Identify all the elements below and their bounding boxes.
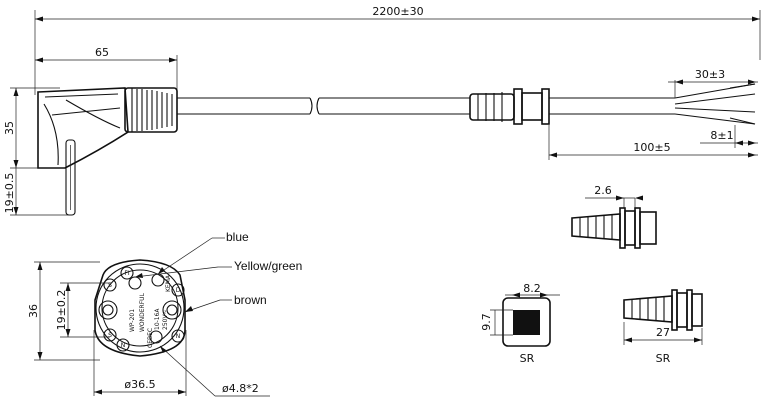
inner-strip-dimension: 8±1 (700, 125, 758, 148)
cert-mark-1: S (108, 282, 112, 289)
cert-mark-fi: FI (124, 270, 129, 277)
bushing-detail-bottom: 27 SR (623, 289, 703, 365)
sr-left-label: SR (520, 352, 535, 365)
pin-spacing-dimension: 19±0.2 (55, 282, 110, 338)
model-marking: WP-201 (129, 309, 136, 332)
sr-section: 8.2 9.7 SR (480, 282, 560, 365)
plug-height-label: 35 (3, 121, 16, 135)
current-rating-marking: 10-16A (154, 308, 161, 330)
terminal-yellow-green (128, 276, 142, 290)
face-height-label: 36 (27, 304, 40, 318)
plug-width-label: 65 (95, 46, 109, 59)
wire-label-blue: blue (226, 230, 249, 244)
cert-mark-d: D (176, 287, 181, 294)
stripped-wires (549, 83, 756, 125)
cable-bushing (469, 88, 550, 125)
face-diameter-dimension: ø36.5 (93, 330, 187, 396)
wire-callouts: blue Yellow/green brown (134, 230, 302, 313)
pin-length-dimension: 19±0.5 (3, 168, 70, 216)
strip-length-dimension: 30±3 (668, 68, 758, 98)
cert-mark-n2: N (176, 333, 181, 340)
jacket-strip-label: 100±5 (633, 141, 670, 154)
sr-width-label: 8.2 (523, 282, 541, 295)
total-length-label: 2200±30 (372, 5, 423, 18)
kema-marking: KEMA (165, 274, 172, 292)
cebec-marking: CEBEC (147, 328, 154, 348)
bushing-width-label: 2.6 (594, 184, 612, 197)
strip-length-label: 30±3 (695, 68, 725, 81)
voltage-rating-marking: 250V~ (162, 309, 169, 330)
plug-side-view (37, 87, 178, 216)
jacket-strip-dimension: 100±5 (548, 125, 758, 160)
plug-face-view: S FI S N D N WP-201 WONDERFUL 10-16A 250… (94, 259, 186, 357)
bushing-length-label: 27 (656, 326, 670, 339)
wire-label-yellow-green: Yellow/green (234, 259, 302, 273)
bushing-detail-top: 2.6 (571, 184, 657, 249)
pin-length-label: 19±0.5 (3, 173, 16, 214)
total-length-dimension: 2200±30 (34, 5, 761, 95)
plug-width-dimension: 65 (35, 46, 178, 92)
cert-mark-s: S (108, 332, 112, 339)
terminal-blue (151, 273, 165, 287)
terminal-brown (149, 330, 163, 344)
sr-right-label: SR (656, 352, 671, 365)
pin-diameter-label: ø4.8*2 (222, 382, 259, 395)
pin-spacing-label: 19±0.2 (55, 290, 68, 331)
cable (177, 97, 470, 115)
sr-height-label: 9.7 (480, 313, 493, 331)
inner-strip-label: 8±1 (710, 129, 733, 142)
wire-label-brown: brown (234, 293, 267, 307)
brand-marking: WONDERFUL (139, 292, 146, 332)
face-diameter-label: ø36.5 (124, 378, 155, 391)
cert-mark-n: N (121, 342, 126, 349)
plug-height-dimension: 35 (3, 87, 60, 169)
face-height-dimension: 36 (27, 261, 100, 361)
pin-diameter-callout: ø4.8*2 (159, 345, 270, 397)
